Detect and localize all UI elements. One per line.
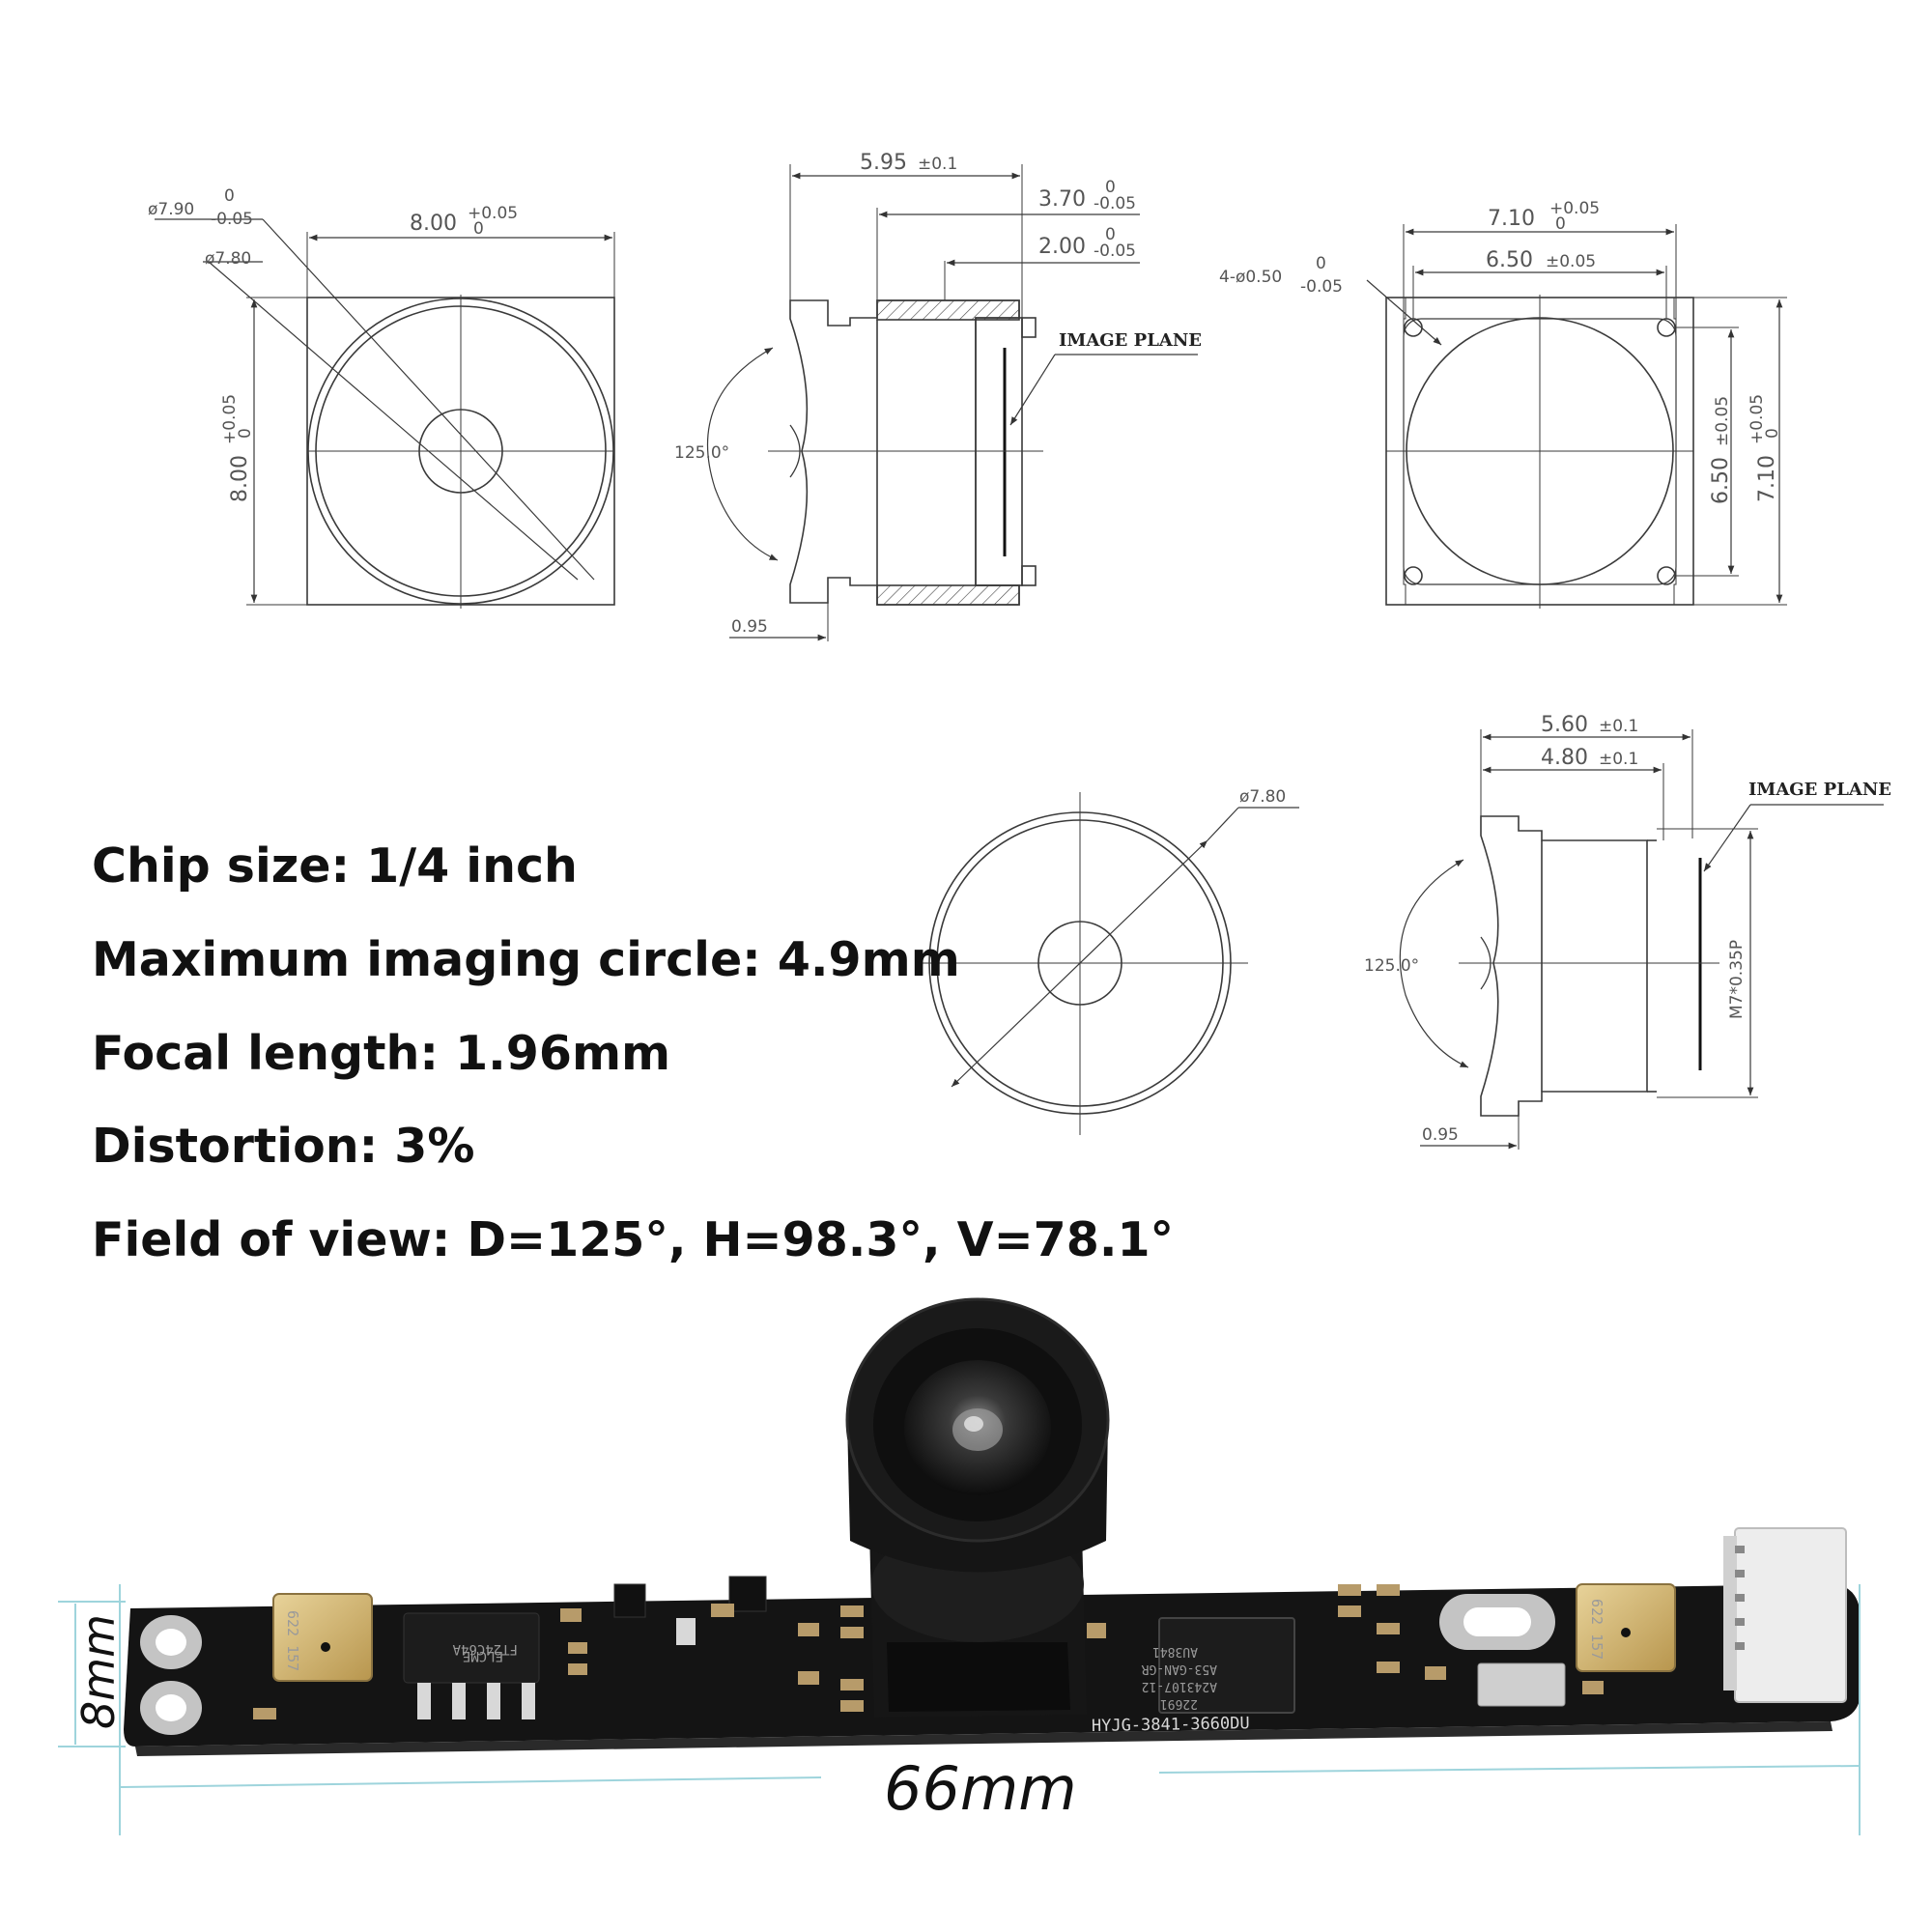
side-view-2 xyxy=(1399,729,1884,1150)
front-view-labels: ø7.90 0 -0.05 ø7.80 8.00 +0.05 0 8.00 +0… xyxy=(148,186,518,502)
side2-front-offset: 0.95 xyxy=(1422,1125,1459,1145)
side-angle: 125.0° xyxy=(674,443,729,463)
back-height-tol-lower: 0 xyxy=(1763,428,1782,439)
front-dia-outer-tol-upper: 0 xyxy=(224,186,235,206)
camera-board-photo: 622 157 622 157 FT24C64A ELCME xyxy=(124,1297,1860,1756)
front-width-tol-lower: 0 xyxy=(473,219,484,239)
side2-barrel: 4.80 xyxy=(1541,746,1588,770)
spec-chip-size: Chip size: 1/4 inch xyxy=(92,838,578,894)
board-height: 8mm xyxy=(72,1614,125,1729)
microphone-left: 622 157 xyxy=(272,1593,373,1682)
front-dia-inner: ø7.80 xyxy=(205,249,251,269)
side2-image-plane: IMAGE PLANE xyxy=(1748,780,1891,800)
spec-field-of-view: Field of view: D=125°, H=98.3°, V=78.1° xyxy=(92,1212,1175,1267)
side-flange-tol-lower: -0.05 xyxy=(1094,242,1136,261)
back-spacing-tol: ±0.05 xyxy=(1546,252,1596,271)
back-view-labels: 4-ø0.50 0 -0.05 7.10 +0.05 0 6.50 ±0.05 … xyxy=(1219,199,1782,504)
side-image-plane: IMAGE PLANE xyxy=(1059,330,1202,351)
back-width-tol-upper: +0.05 xyxy=(1549,199,1600,218)
side-front-offset: 0.95 xyxy=(731,617,768,637)
front-height-tol-upper: +0.05 xyxy=(220,394,240,444)
controller-line-3: A243107-12 xyxy=(1142,1679,1217,1693)
spec-imaging-circle: Maximum imaging circle: 4.9mm xyxy=(92,932,960,987)
side-view xyxy=(707,164,1198,641)
side-flange: 2.00 xyxy=(1038,235,1086,259)
spec-distortion: Distortion: 3% xyxy=(92,1119,475,1174)
back-holes-tol-lower: -0.05 xyxy=(1300,277,1343,297)
back-holes-tol-upper: 0 xyxy=(1316,254,1326,273)
mic-left-label: 622 157 xyxy=(284,1610,301,1671)
board-length: 66mm xyxy=(884,1753,1077,1824)
eeprom-chip: FT24C64A ELCME xyxy=(403,1612,540,1719)
back-height-spacing-tol: ±0.05 xyxy=(1713,396,1732,446)
mic-right-label: 622 157 xyxy=(1588,1599,1605,1660)
front-dia-outer: ø7.90 xyxy=(148,200,194,219)
spec-focal-length: Focal length: 1.96mm xyxy=(92,1026,671,1081)
back-holes: 4-ø0.50 xyxy=(1219,268,1282,287)
side2-angle: 125.0° xyxy=(1364,956,1419,976)
passive-components xyxy=(253,1576,1604,1719)
front-width: 8.00 xyxy=(410,212,457,236)
eeprom-line-1: FT24C64A xyxy=(452,1641,518,1657)
side-barrel-tol-upper: 0 xyxy=(1105,178,1116,197)
controller-chip: AU3841 A53-GAN-GR A243107-12 22691 xyxy=(1142,1617,1295,1714)
front-width-tol-upper: +0.05 xyxy=(468,204,518,223)
side-barrel-tol-lower: -0.05 xyxy=(1094,194,1136,213)
back-height-tol-upper: +0.05 xyxy=(1747,394,1767,444)
back-spacing: 6.50 xyxy=(1486,248,1533,272)
back-width-tol-lower: 0 xyxy=(1555,214,1566,234)
back-view xyxy=(1366,224,1787,609)
front-dia-outer-tol-lower: -0.05 xyxy=(211,210,253,229)
board-dimensions xyxy=(58,1584,1861,1835)
eeprom-line-2: ELCME xyxy=(463,1648,503,1663)
back-width: 7.10 xyxy=(1488,207,1535,231)
side2-length-tol: ±0.1 xyxy=(1599,717,1638,736)
board-connector xyxy=(1723,1527,1847,1703)
front-height: 8.00 xyxy=(228,455,252,502)
side-length: 5.95 xyxy=(860,151,907,175)
side-length-tol: ±0.1 xyxy=(918,155,957,174)
side2-barrel-tol: ±0.1 xyxy=(1599,750,1638,769)
round-dia: ø7.80 xyxy=(1239,787,1286,807)
microphone-right: 622 157 xyxy=(1576,1583,1676,1672)
side2-length: 5.60 xyxy=(1541,713,1588,737)
back-height-spacing: 6.50 xyxy=(1709,457,1733,504)
side-view-labels: 5.95 ±0.1 3.70 0 -0.05 2.00 0 -0.05 IMAG… xyxy=(674,151,1202,637)
front-height-tol-lower: 0 xyxy=(236,428,255,439)
camera-lens xyxy=(845,1297,1110,1718)
side-barrel: 3.70 xyxy=(1038,187,1086,212)
side2-thread: M7*0.35P xyxy=(1727,940,1747,1019)
round-view xyxy=(923,792,1299,1135)
front-view xyxy=(155,218,615,609)
board-silkscreen: HYJG-3841-3660DU xyxy=(1092,1714,1250,1736)
controller-line-4: 22691 xyxy=(1160,1696,1198,1711)
side-flange-tol-upper: 0 xyxy=(1105,225,1116,244)
back-height: 7.10 xyxy=(1755,455,1779,502)
side-view-2-labels: 5.60 ±0.1 4.80 ±0.1 IMAGE PLANE 125.0° M… xyxy=(1364,713,1891,1145)
controller-line-2: A53-GAN-GR xyxy=(1142,1662,1217,1676)
controller-line-1: AU3841 xyxy=(1152,1644,1198,1659)
